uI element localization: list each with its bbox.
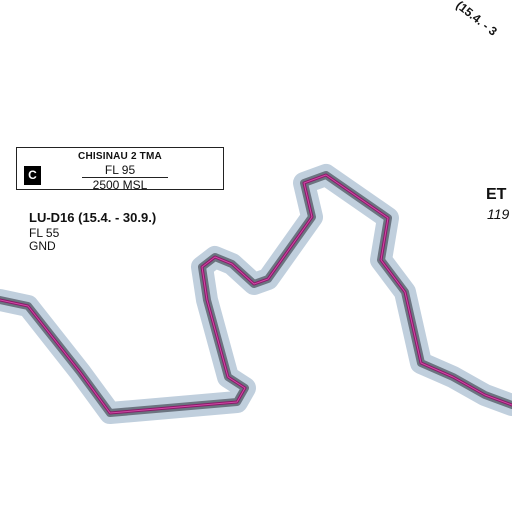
- restricted-area-upper-limit: FL 55: [29, 226, 60, 240]
- airspace-boundary-core: [0, 174, 512, 414]
- tma-upper-limit: FL 95: [104, 163, 136, 177]
- clipped-frequency-right: 119: [487, 206, 510, 222]
- tma-name: CHISINAU 2 TMA: [78, 151, 162, 162]
- restricted-area-name: LU-D16 (15.4. - 30.9.): [29, 210, 157, 225]
- restricted-area-lower-limit: GND: [29, 239, 56, 253]
- airspace-class-badge: C: [24, 166, 41, 185]
- clipped-area-name-right: ET: [486, 186, 507, 203]
- tma-label-box: C CHISINAU 2 TMA FL 95 2500 MSL: [16, 147, 224, 192]
- tma-lower-limit: 2500 MSL: [92, 178, 148, 192]
- tma-limit-divider: [82, 177, 168, 178]
